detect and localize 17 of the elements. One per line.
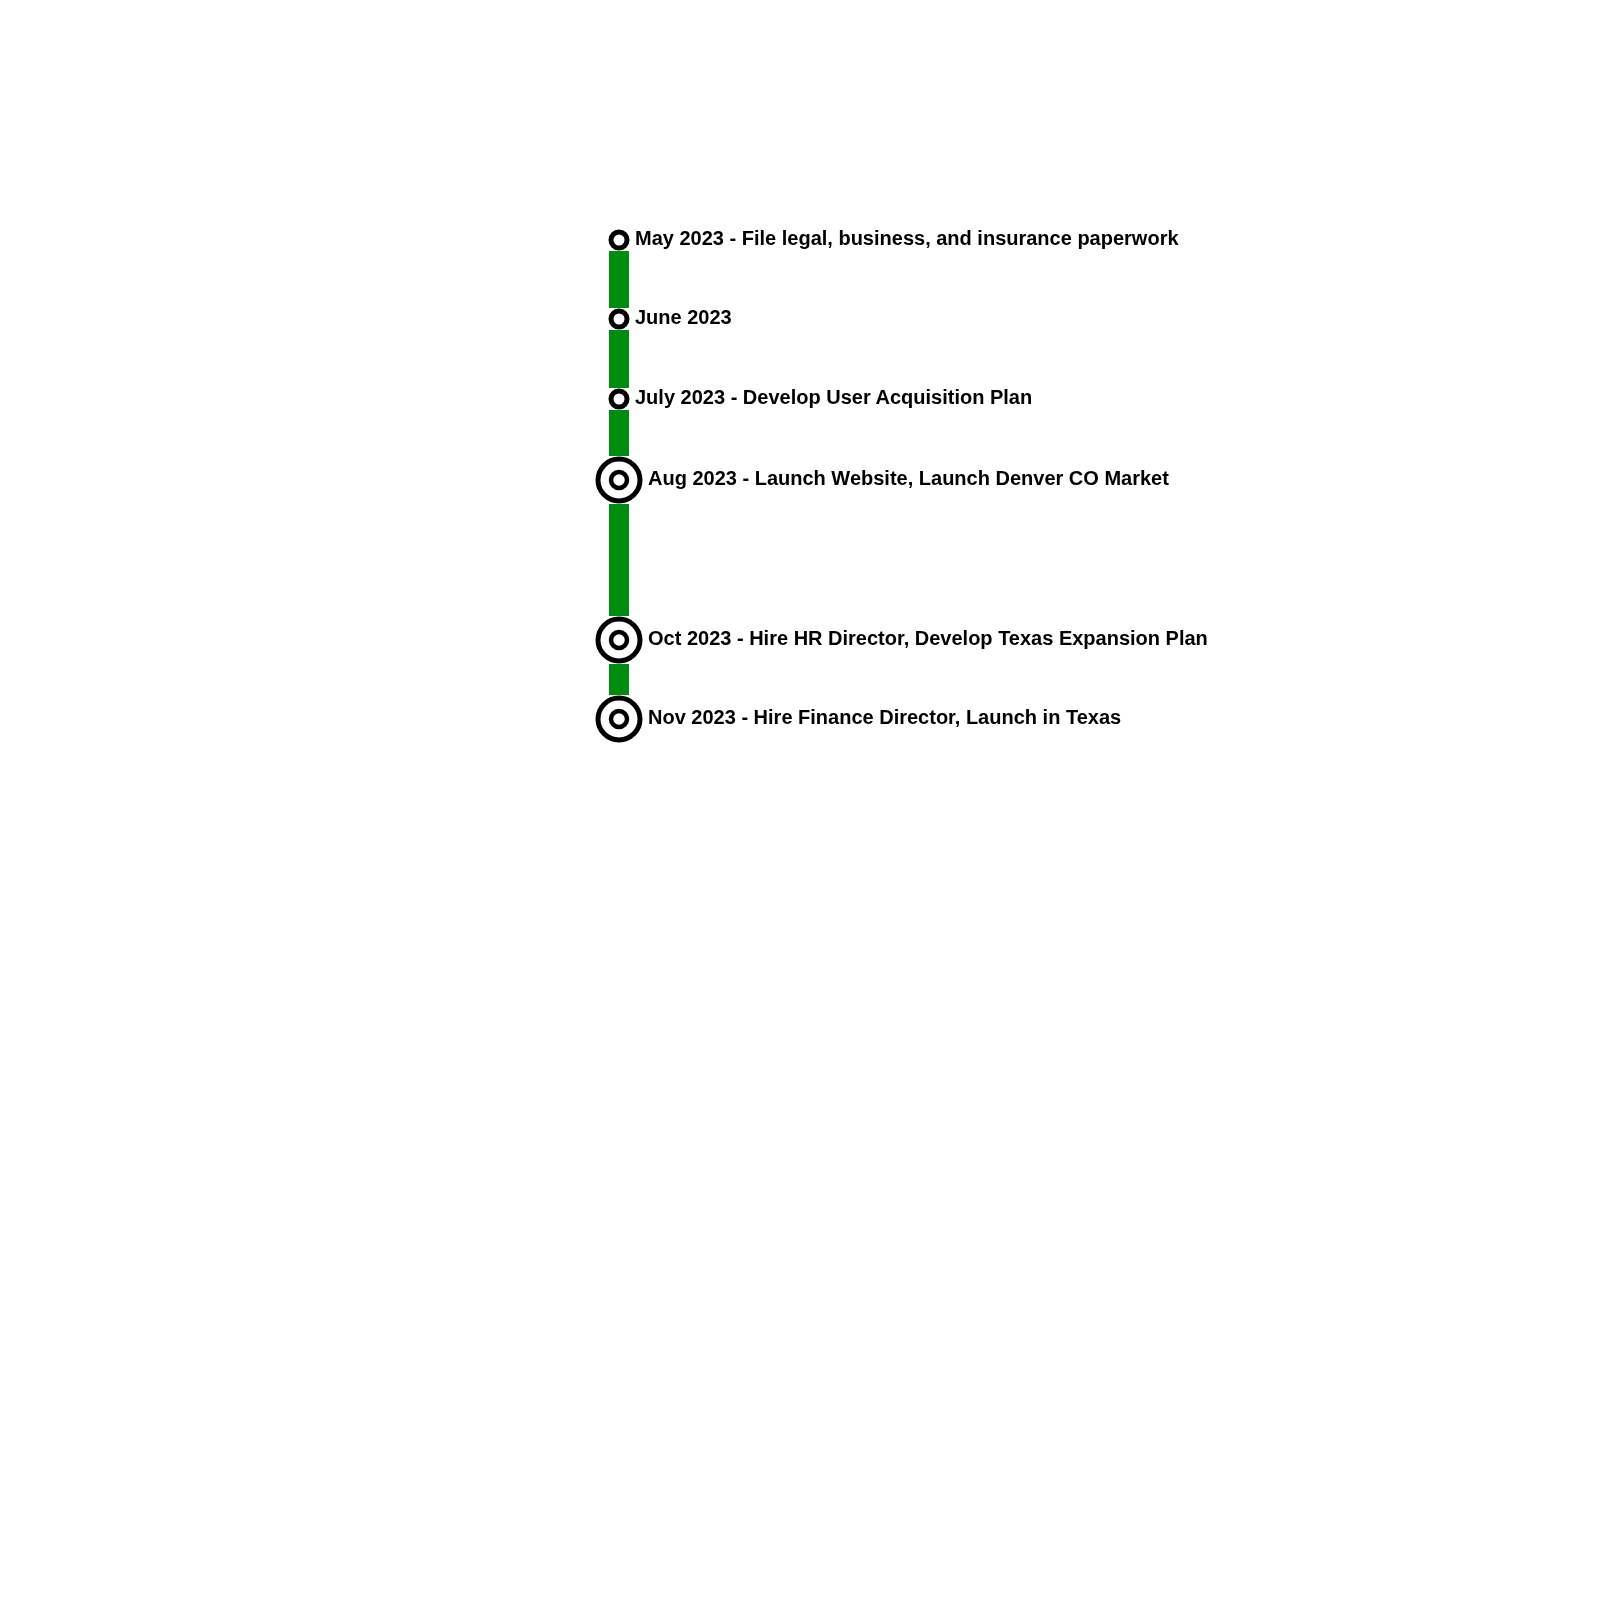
milestone-label: June 2023: [635, 307, 732, 327]
milestone-label: July 2023 - Develop User Acquisition Plan: [635, 387, 1033, 407]
line-segment: [609, 251, 629, 308]
line-segment: [609, 664, 629, 695]
milestone-label: Aug 2023 - Launch Website, Launch Denver CO Market: [648, 468, 1169, 488]
station-marker: [608, 388, 630, 410]
milestone-label: Oct 2023 - Hire HR Director, Develop Texas Expansion Plan: [648, 628, 1208, 648]
line-segment: [609, 330, 629, 388]
line-segment: [609, 504, 629, 616]
major-station-marker: [595, 456, 643, 504]
major-station-marker: [595, 695, 643, 743]
station-marker: [608, 308, 630, 330]
milestone-label: May 2023 - File legal, business, and insurance paperwork: [635, 228, 1179, 248]
station-marker: [608, 229, 630, 251]
major-station-marker: [595, 616, 643, 664]
milestone-label: Nov 2023 - Hire Finance Director, Launch in Texas: [648, 707, 1122, 727]
line-segment: [609, 410, 629, 456]
